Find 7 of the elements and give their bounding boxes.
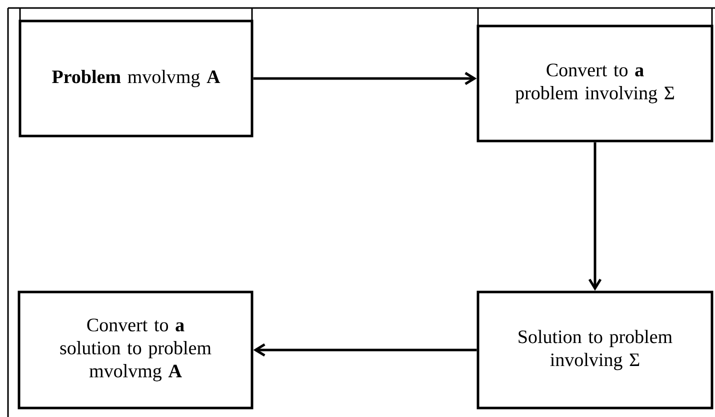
arrow [253, 343, 477, 357]
arrow [588, 142, 602, 291]
arrow [253, 72, 477, 86]
process-box: Convert to a solution to problem mvolvmg A [18, 290, 254, 410]
process-box: Problem mvolvmg A [18, 20, 254, 138]
process-box: Convert to a problem involving Σ [476, 24, 714, 142]
process-box: Solution to problem involving Σ [476, 290, 714, 410]
